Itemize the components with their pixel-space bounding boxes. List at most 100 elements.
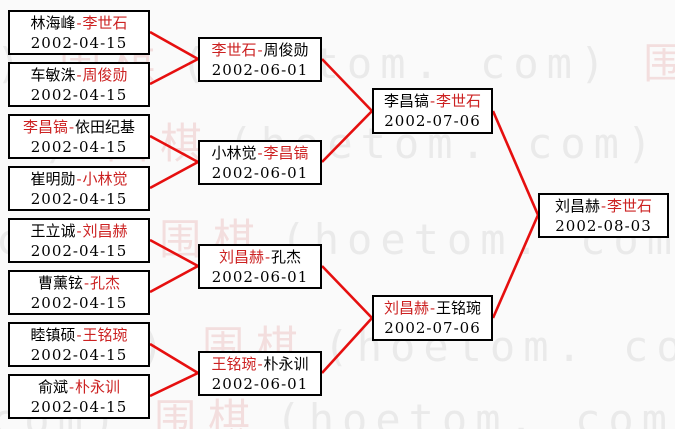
player1-name: 俞斌 [37, 377, 68, 396]
match-box-r16-2: 车敏洙-周俊勋 2002-04-15 [8, 62, 150, 107]
match-box-r16-6: 曹薰铉-孔杰 2002-04-15 [8, 270, 150, 315]
match-players: 王立诚-刘昌赫 [30, 221, 127, 241]
player1-name: 刘昌赫 [218, 247, 264, 266]
match-players: 小林觉-李昌镐 [211, 143, 308, 163]
player1-name: 睦镇硕 [30, 325, 76, 344]
match-date: 2002-04-15 [30, 293, 128, 312]
player2-name: 李昌镐 [263, 143, 309, 162]
match-date: 2002-04-15 [30, 85, 128, 104]
match-players: 李昌镐-李世石 [384, 91, 481, 111]
connector-line [149, 342, 199, 375]
match-players: 李世石-周俊勋 [211, 40, 308, 60]
player1-name: 林海峰 [30, 13, 76, 32]
match-box-r16-8: 俞斌-朴永训 2002-04-15 [8, 374, 150, 419]
match-players: 刘昌赫-李世石 [555, 196, 652, 216]
match-box-r16-7: 睦镇硕-王铭琬 2002-04-15 [8, 322, 150, 367]
separator: - [257, 40, 263, 59]
player2-name: 王铭琬 [82, 325, 128, 344]
player2-name: 李世石 [436, 92, 482, 110]
connector-line [149, 30, 199, 61]
player2-name: 刘昌赫 [82, 221, 128, 240]
match-date: 2002-04-15 [30, 397, 128, 416]
match-date: 2002-08-03 [555, 216, 652, 235]
separator: - [68, 377, 75, 396]
match-box-qf-1: 李世石-周俊勋 2002-06-01 [198, 37, 322, 82]
player2-name: 孔杰 [271, 247, 302, 266]
separator: - [68, 117, 75, 136]
match-players: 俞斌-朴永训 [38, 377, 120, 397]
player1-name: 李世石 [211, 40, 257, 59]
separator: - [257, 354, 263, 373]
player1-name: 王立诚 [30, 221, 76, 240]
player2-name: 孔杰 [90, 273, 121, 292]
player1-name: 王铭琬 [211, 354, 257, 373]
player2-name: 周俊勋 [263, 40, 309, 59]
player1-name: 李昌镐 [383, 92, 429, 110]
separator: - [76, 169, 82, 188]
match-date: 2002-07-06 [384, 112, 481, 130]
match-players: 睦镇硕-王铭琬 [30, 325, 127, 345]
separator: - [429, 92, 436, 110]
connector-line [149, 264, 199, 294]
player1-name: 刘昌赫 [554, 196, 600, 215]
player1-name: 小林觉 [211, 143, 257, 162]
player1-name: 曹薰铉 [37, 273, 83, 292]
connector-line [149, 371, 199, 398]
separator: - [264, 247, 271, 266]
player2-name: 朴永训 [263, 354, 309, 373]
match-date: 2002-07-06 [384, 319, 481, 337]
connector-line [321, 58, 373, 112]
match-date: 2002-04-15 [30, 137, 128, 156]
match-box-r16-3: 李昌镐-依田纪基 2002-04-15 [8, 114, 150, 159]
separator: - [76, 221, 82, 240]
player2-name: 李世石 [82, 13, 128, 32]
separator: - [76, 65, 82, 84]
match-players: 刘昌赫-王铭琬 [384, 298, 481, 318]
connector-line [491, 110, 540, 216]
match-date: 2002-04-15 [30, 189, 128, 208]
match-box-r16-5: 王立诚-刘昌赫 2002-04-15 [8, 218, 150, 263]
player1-name: 车敏洙 [30, 65, 76, 84]
match-date: 2002-04-15 [30, 241, 128, 260]
match-players: 李昌镐-依田纪基 [23, 117, 135, 137]
separator: - [76, 325, 82, 344]
match-box-sf-2: 刘昌赫-王铭琬 2002-07-06 [372, 295, 493, 341]
match-box-r16-4: 崔明勋-小林觉 2002-04-15 [8, 166, 150, 211]
match-box-final: 刘昌赫-李世石 2002-08-03 [538, 193, 669, 238]
match-players: 车敏洙-周俊勋 [30, 65, 127, 85]
connector-line [321, 317, 373, 374]
match-players: 林海峰-李世石 [30, 13, 127, 33]
player2-name: 朴永训 [75, 377, 121, 396]
match-box-qf-2: 小林觉-李昌镐 2002-06-01 [198, 140, 322, 185]
connector-line [491, 214, 540, 319]
match-date: 2002-04-15 [30, 33, 128, 52]
connector-line [321, 110, 373, 163]
match-date: 2002-06-01 [211, 374, 309, 393]
separator: - [257, 143, 263, 162]
player2-name: 李世石 [607, 196, 653, 215]
connector-line [149, 238, 199, 268]
match-players: 刘昌赫-孔杰 [219, 247, 301, 267]
match-box-sf-1: 李昌镐-李世石 2002-07-06 [372, 88, 493, 134]
connector-line [149, 57, 199, 86]
separator: - [83, 273, 90, 292]
player1-name: 崔明勋 [30, 169, 76, 188]
separator: - [600, 196, 607, 215]
separator: - [76, 13, 82, 32]
match-box-qf-4: 王铭琬-朴永训 2002-06-01 [198, 351, 322, 396]
player1-name: 李昌镐 [22, 117, 68, 136]
player2-name: 王铭琬 [436, 299, 482, 317]
match-date: 2002-04-15 [30, 345, 128, 364]
player1-name: 刘昌赫 [383, 299, 429, 317]
match-date: 2002-06-01 [211, 60, 309, 79]
match-date: 2002-06-01 [211, 267, 309, 286]
match-box-qf-3: 刘昌赫-孔杰 2002-06-01 [198, 244, 322, 289]
match-players: 崔明勋-小林觉 [30, 169, 127, 189]
player2-name: 周俊勋 [82, 65, 128, 84]
match-date: 2002-06-01 [211, 163, 309, 182]
player2-name: 小林觉 [82, 169, 128, 188]
match-players: 王铭琬-朴永训 [211, 354, 308, 374]
separator: - [429, 299, 436, 317]
